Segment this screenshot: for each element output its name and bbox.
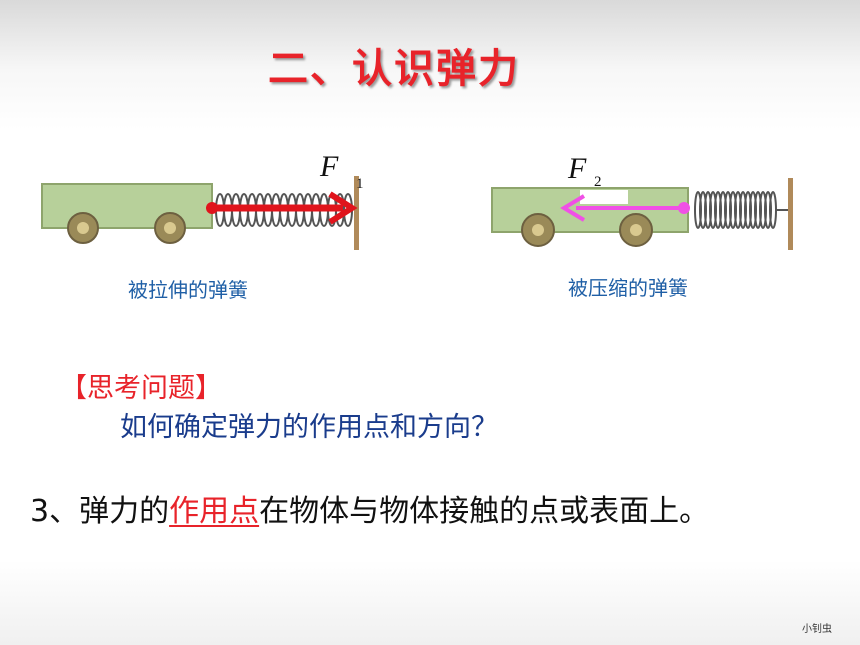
point-suffix: 在物体与物体接触的点或表面上。 — [259, 494, 710, 529]
wall — [788, 178, 793, 250]
wall — [354, 176, 359, 250]
force-subscript-1: 1 — [356, 176, 364, 192]
force-subscript-2: 2 — [594, 174, 602, 190]
compressed-spring-caption: 被压缩的弹簧 — [568, 276, 688, 300]
cart-wheel-left — [521, 213, 555, 247]
cart-wheel-right — [154, 212, 186, 244]
point-statement: 3、弹力的作用点在物体与物体接触的点或表面上。 — [30, 486, 709, 530]
cart-wheel-right — [619, 213, 653, 247]
point-highlight: 作用点 — [169, 494, 260, 529]
cart-body — [41, 183, 213, 229]
force-arrow-f1 — [206, 191, 358, 225]
watermark: 小钊虫 — [802, 624, 832, 635]
stretched-spring-illustration — [41, 176, 359, 250]
compressed-spring-illustration — [491, 178, 793, 250]
spring-coils — [694, 191, 777, 229]
question-text: 如何确定弹力的作用点和方向？ — [120, 412, 498, 443]
point-prefix: 3、弹力的 — [30, 494, 170, 529]
stretched-spring-caption: 被拉伸的弹簧 — [128, 278, 248, 302]
think-question-label: 【思考问题】 — [60, 373, 222, 404]
force-arrow-f2 — [560, 194, 690, 222]
page-title: 二、认识弹力 — [268, 46, 520, 92]
force-label-f1: F — [320, 150, 339, 183]
cart-wheel-left — [67, 212, 99, 244]
force-label-f2: F — [568, 152, 587, 185]
compressed-spring-figure: F 2 — [486, 150, 801, 260]
stretched-spring-figure: F 1 — [38, 150, 368, 260]
